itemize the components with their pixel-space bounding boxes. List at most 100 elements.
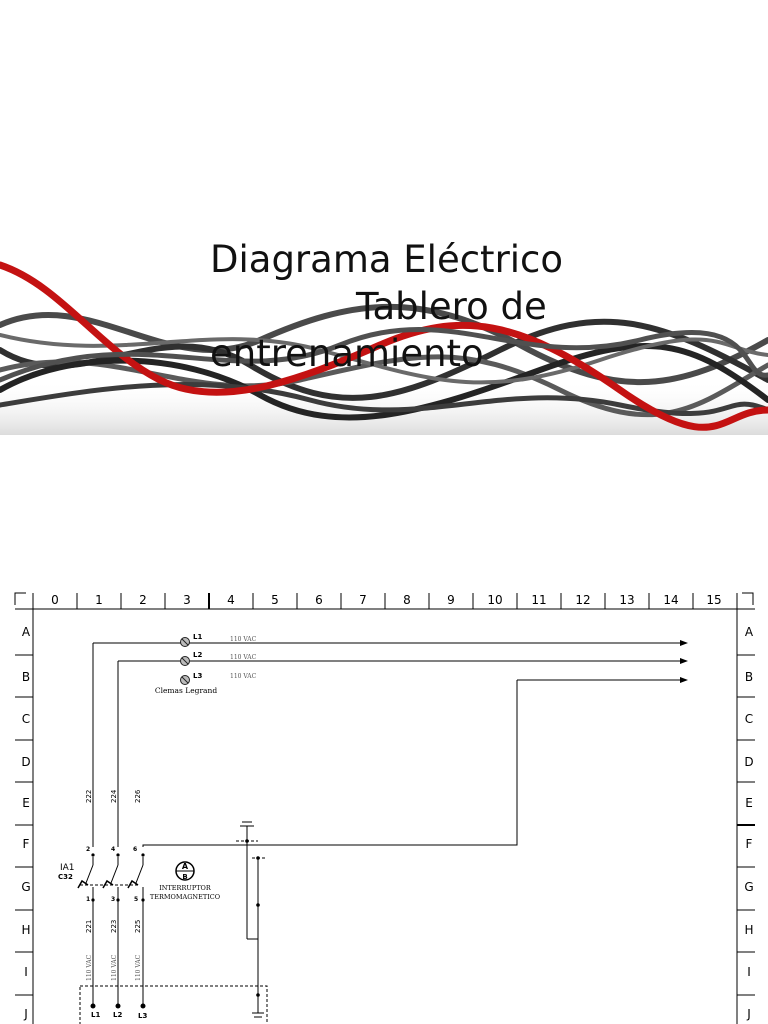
row-label: G bbox=[744, 880, 753, 894]
ground-circuit bbox=[79, 821, 268, 1024]
column-label: 4 bbox=[227, 593, 235, 607]
arrow-icon bbox=[680, 658, 688, 664]
breaker-caption-line-2: TERMOMAGNETICO bbox=[150, 893, 220, 901]
column-label: 13 bbox=[619, 593, 634, 607]
cable-red bbox=[0, 261, 768, 431]
wire-226 bbox=[142, 680, 518, 847]
symbol-top-letter: A bbox=[182, 862, 189, 871]
ammeter-symbol-icon: A B bbox=[175, 861, 195, 881]
column-label: 14 bbox=[663, 593, 678, 607]
bottom-terminal-labels: L1 L2 L3 bbox=[91, 1011, 147, 1020]
row-label: G bbox=[21, 880, 30, 894]
slide-title: Diagrama Eléctrico Tablero de entrenamie… bbox=[210, 236, 630, 377]
supply-bus-lines bbox=[92, 642, 682, 847]
column-label: 9 bbox=[447, 593, 455, 607]
wires-below-breaker bbox=[92, 900, 144, 1005]
row-label: C bbox=[745, 712, 753, 726]
wire-number: 224 bbox=[110, 789, 118, 803]
contact-number: 3 bbox=[111, 896, 115, 903]
column-label: 10 bbox=[487, 593, 502, 607]
row-labels-left: A B C D E F G H I J bbox=[21, 625, 31, 1021]
terminal-voltage: 110 VAC bbox=[230, 636, 257, 643]
bottom-terminal-label: L2 bbox=[113, 1011, 122, 1019]
column-label: 15 bbox=[706, 593, 721, 607]
wire-number: 223 bbox=[110, 920, 118, 933]
terminal-caption: Clemas Legrand bbox=[155, 686, 217, 695]
row-label: F bbox=[746, 837, 753, 851]
row-ticks bbox=[15, 608, 755, 996]
terminal-label: L2 bbox=[193, 651, 202, 659]
column-label: 7 bbox=[359, 593, 367, 607]
bus-arrows bbox=[680, 640, 688, 683]
wire-number: 226 bbox=[134, 789, 142, 803]
breaker-rating: C32 bbox=[58, 873, 73, 881]
wire-number: 225 bbox=[134, 920, 142, 933]
column-label: 3 bbox=[183, 593, 191, 607]
row-label: J bbox=[746, 1007, 751, 1021]
row-labels-right: A B C D E F G H I J bbox=[744, 625, 754, 1021]
circuit-breaker: IA1 C32 2 4 6 1 3 5 bbox=[58, 846, 220, 1005]
terminal-l2: L2 110 VAC bbox=[180, 651, 257, 666]
contact-number: 4 bbox=[111, 846, 115, 853]
title-line-2: Tablero de bbox=[356, 285, 547, 328]
column-label: 0 bbox=[51, 593, 59, 607]
row-label: A bbox=[745, 625, 754, 639]
junction-dots bbox=[90, 839, 260, 1009]
row-label: D bbox=[744, 755, 753, 769]
column-label: 8 bbox=[403, 593, 411, 607]
breaker-poles bbox=[77, 857, 144, 900]
supply-voltage: 110 VAC bbox=[111, 954, 118, 981]
title-line-1: Diagrama Eléctrico bbox=[210, 238, 564, 281]
terminal-l3: L3 110 VAC bbox=[180, 672, 257, 685]
contact-number: 5 bbox=[134, 896, 138, 903]
row-label: A bbox=[22, 625, 31, 639]
row-label: I bbox=[747, 965, 751, 979]
breaker-top-contacts: 2 4 6 1 3 5 bbox=[86, 846, 138, 903]
column-ticks bbox=[32, 593, 738, 609]
terminal-label: L3 bbox=[193, 672, 202, 680]
column-labels: 0 1 2 3 4 5 6 7 8 9 10 11 12 13 14 15 bbox=[51, 593, 721, 607]
terminal-label: L1 bbox=[193, 633, 202, 641]
bottom-terminal-label: L3 bbox=[138, 1012, 147, 1020]
column-label: 12 bbox=[575, 593, 590, 607]
wire-number: 222 bbox=[85, 790, 93, 803]
row-label: J bbox=[23, 1007, 28, 1021]
column-label: 6 bbox=[315, 593, 323, 607]
row-label: I bbox=[24, 965, 28, 979]
cable-gray-7 bbox=[0, 326, 768, 383]
arrow-icon bbox=[680, 677, 688, 683]
terminal-l1: L1 110 VAC bbox=[180, 633, 257, 647]
contact-dots bbox=[91, 853, 145, 902]
row-label: H bbox=[744, 923, 753, 937]
column-label: 5 bbox=[271, 593, 279, 607]
drawing-frame bbox=[14, 592, 755, 1024]
supply-voltage: 110 VAC bbox=[135, 954, 142, 981]
column-label: 1 bbox=[95, 593, 103, 607]
symbol-bottom-letter: B bbox=[182, 873, 187, 881]
title-line-3: entrenamiento bbox=[210, 332, 484, 375]
row-label: E bbox=[745, 796, 753, 810]
arrow-icon bbox=[680, 640, 688, 646]
contact-number: 6 bbox=[133, 846, 137, 853]
row-label: D bbox=[21, 755, 30, 769]
breaker-caption-line-1: INTERRUPTOR bbox=[159, 884, 212, 892]
electrical-schematic: 0 1 2 3 4 5 6 7 8 9 10 11 12 13 14 15 A … bbox=[14, 592, 755, 1024]
supply-voltages: 110 VAC 110 VAC 110 VAC bbox=[86, 954, 142, 981]
row-label: C bbox=[22, 712, 30, 726]
row-label: B bbox=[745, 670, 753, 684]
terminal-block: L1 110 VAC L2 110 VAC L3 110 VAC Clemas … bbox=[155, 633, 257, 695]
bottom-terminal-label: L1 bbox=[91, 1011, 100, 1019]
row-label: H bbox=[21, 923, 30, 937]
contact-number: 1 bbox=[86, 896, 90, 903]
terminal-voltage: 110 VAC bbox=[230, 654, 257, 661]
cable-gray-6 bbox=[0, 381, 768, 417]
column-label: 11 bbox=[531, 593, 546, 607]
cable-gray-5 bbox=[0, 333, 768, 385]
wire-numbers: 222 224 226 221 223 225 bbox=[85, 789, 142, 933]
column-label: 2 bbox=[139, 593, 147, 607]
cable-gray-1 bbox=[0, 303, 768, 386]
contact-number: 2 bbox=[86, 846, 90, 853]
row-label: F bbox=[23, 837, 30, 851]
wire-number: 221 bbox=[85, 920, 93, 933]
